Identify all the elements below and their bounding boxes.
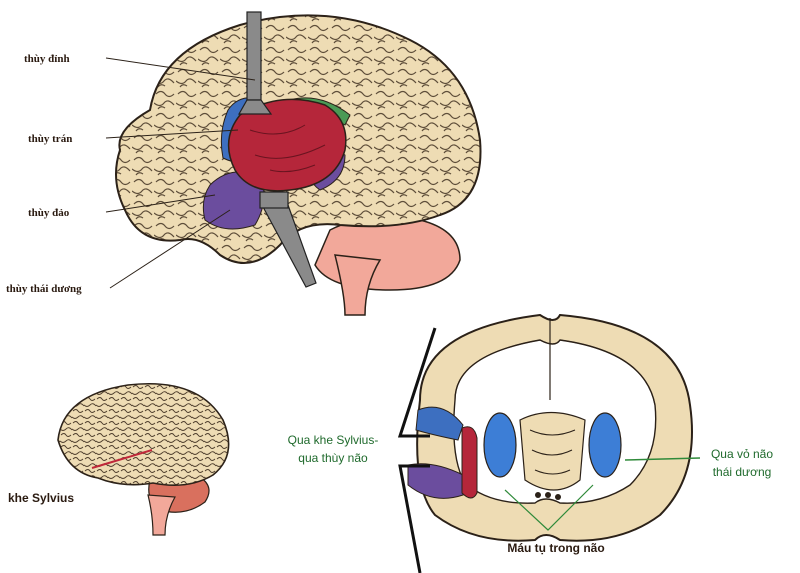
retractor-bottom-head xyxy=(259,191,289,209)
brainstem xyxy=(334,254,382,316)
label-transcortical-line1: Qua vỏ não xyxy=(711,447,773,461)
label-transsylvian-line1: Qua khe Sylvius- xyxy=(288,433,379,447)
retractor-top-tip xyxy=(237,99,273,115)
label-parietal-lobe: thùy đỉnh xyxy=(24,53,70,65)
label-intracerebral-hematoma: Máu tụ trong não xyxy=(507,541,604,555)
retractor-upper xyxy=(397,327,437,438)
lateral-brain-figure xyxy=(105,11,482,316)
right-ventricle xyxy=(588,412,622,478)
label-insula: thùy đảo xyxy=(28,207,70,219)
label-transcortical-line2: thái dương xyxy=(713,465,772,479)
label-transsylvian-line2: qua thùy não xyxy=(298,451,368,465)
small-brainstem xyxy=(147,494,176,536)
hematoma-pointer xyxy=(504,484,594,531)
hematoma xyxy=(227,98,347,192)
left-ventricle xyxy=(483,412,517,478)
label-frontal-lobe: thùy trán xyxy=(28,133,72,145)
coronal-insula-region xyxy=(407,463,464,499)
temporal-approach-line xyxy=(624,457,701,461)
sylvian-fissure-line xyxy=(91,449,153,469)
cerebellum xyxy=(314,215,461,291)
label-sylvian-fissure: khe Sylvius xyxy=(8,491,74,505)
coronal-frontal-region xyxy=(415,406,464,441)
coronal-hematoma xyxy=(461,426,478,499)
retractor-lower xyxy=(398,464,430,573)
retractor-top xyxy=(246,11,262,101)
coronal-section-figure xyxy=(397,313,701,573)
small-brain-figure xyxy=(57,382,230,536)
label-temporal-lobe: thùy thái dương xyxy=(6,283,82,295)
deep-structures xyxy=(519,411,586,491)
